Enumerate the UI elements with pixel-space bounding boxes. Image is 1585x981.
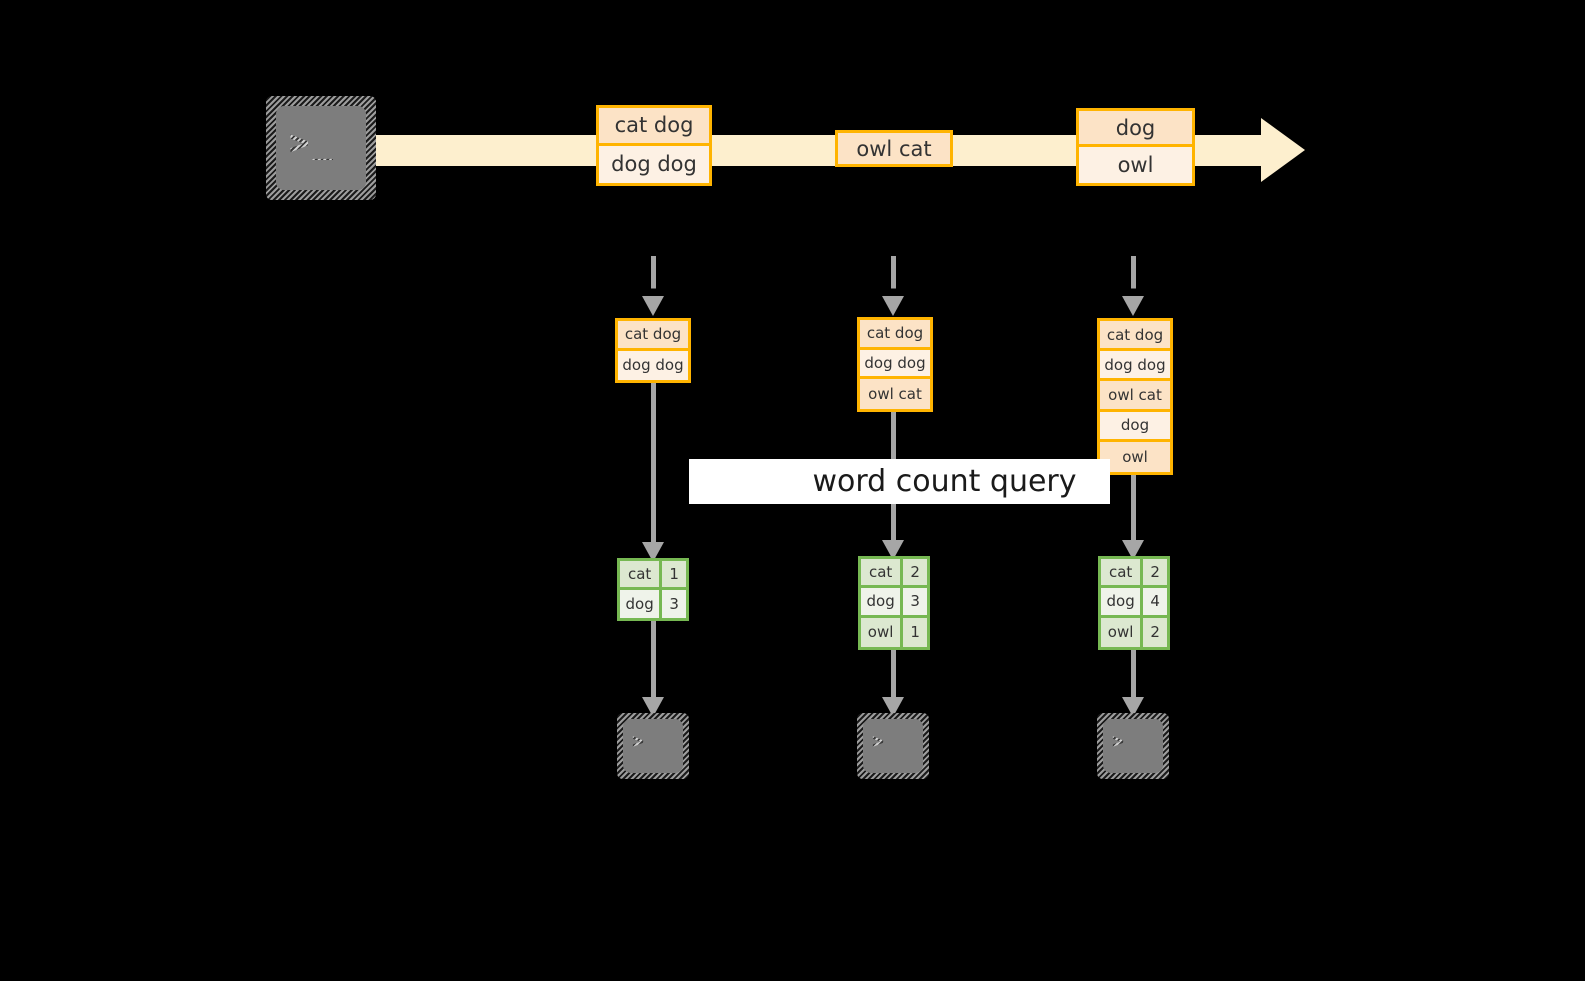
snapshot-row: dog dog (618, 350, 688, 380)
result-row: owl 2 (1101, 617, 1167, 647)
query-label-band: word count query (689, 459, 1110, 504)
result-word: owl (861, 617, 904, 647)
snapshot-table-3[interactable]: cat dog dog dog owl cat dog owl (1097, 318, 1173, 475)
source-terminal-prompt: >_ (289, 123, 336, 163)
source-terminal-body: >_ (276, 106, 366, 190)
sink-arrow-3 (1131, 650, 1136, 701)
query-arrowhead-3 (1122, 540, 1144, 560)
snapshot-row: dog dog (1100, 351, 1170, 382)
snapshot-trigger-arrowhead-1 (642, 296, 664, 316)
query-arrow-1 (651, 383, 656, 548)
sink-terminal-body-3: >_ (1103, 719, 1163, 773)
snapshot-table-1[interactable]: cat dog dog dog (615, 318, 691, 383)
result-row: dog 3 (620, 589, 686, 618)
result-count: 2 (903, 559, 927, 586)
result-word: cat (861, 559, 904, 586)
result-count: 2 (1143, 617, 1167, 647)
sink-terminal-icon-2[interactable]: >_ (857, 713, 929, 779)
result-table-2[interactable]: cat 2 dog 3 owl 1 (858, 556, 930, 650)
sink-terminal-icon-3[interactable]: >_ (1097, 713, 1169, 779)
result-count: 3 (662, 589, 686, 618)
sink-arrowhead-2 (882, 697, 904, 717)
result-row: cat 2 (1101, 559, 1167, 589)
stream-group-1[interactable]: cat dog dog dog (596, 105, 712, 186)
snapshot-row: cat dog (618, 321, 688, 351)
result-word: dog (861, 588, 904, 615)
result-word: cat (620, 561, 663, 587)
snapshot-trigger-arrow-1 (651, 256, 656, 304)
stream-event: cat dog (599, 108, 709, 146)
sink-terminal-body-1: >_ (623, 719, 683, 773)
result-word: dog (620, 589, 663, 618)
snapshot-row: dog dog (860, 349, 930, 380)
stream-arrowhead (1261, 118, 1305, 182)
result-row: owl 1 (861, 617, 927, 647)
snapshot-table-2[interactable]: cat dog dog dog owl cat (857, 317, 933, 412)
result-count: 4 (1143, 588, 1167, 615)
stream-group-2[interactable]: owl cat (835, 130, 953, 167)
snapshot-trigger-arrow-2 (891, 256, 896, 304)
sink-arrowhead-3 (1122, 697, 1144, 717)
snapshot-row: cat dog (860, 320, 930, 350)
result-word: dog (1101, 588, 1144, 615)
source-terminal-icon[interactable]: >_ (266, 96, 376, 200)
stream-event: dog (1079, 111, 1192, 147)
snapshot-row: owl (1100, 441, 1170, 472)
result-row: cat 1 (620, 561, 686, 590)
stream-group-3[interactable]: dog owl (1076, 108, 1195, 186)
snapshot-row: owl cat (860, 379, 930, 409)
result-row: cat 2 (861, 559, 927, 589)
query-arrowhead-1 (642, 542, 664, 562)
result-word: cat (1101, 559, 1144, 586)
sink-terminal-body-2: >_ (863, 719, 923, 773)
query-arrowhead-2 (882, 540, 904, 560)
result-table-3[interactable]: cat 2 dog 4 owl 2 (1098, 556, 1170, 650)
snapshot-row: dog (1100, 411, 1170, 442)
sink-terminal-prompt-3: >_ (1112, 729, 1141, 753)
sink-terminal-prompt-1: >_ (632, 729, 661, 753)
result-count: 1 (662, 561, 686, 587)
result-count: 1 (903, 617, 927, 647)
result-row: dog 3 (861, 588, 927, 618)
result-row: dog 4 (1101, 588, 1167, 618)
sink-arrow-1 (651, 621, 656, 701)
query-arrow-3 (1131, 475, 1136, 547)
sink-arrow-2 (891, 650, 896, 701)
result-count: 2 (1143, 559, 1167, 586)
result-count: 3 (903, 588, 927, 615)
result-word: owl (1101, 617, 1144, 647)
stream-event: owl (1079, 147, 1192, 183)
snapshot-trigger-arrow-3 (1131, 256, 1136, 304)
stream-event: owl cat (838, 133, 950, 164)
snapshot-trigger-arrowhead-3 (1122, 296, 1144, 316)
snapshot-trigger-arrowhead-2 (882, 296, 904, 316)
snapshot-row: cat dog (1100, 321, 1170, 352)
sink-arrowhead-1 (642, 697, 664, 717)
sink-terminal-prompt-2: >_ (872, 729, 901, 753)
query-label: word count query (812, 464, 1077, 499)
sink-terminal-icon-1[interactable]: >_ (617, 713, 689, 779)
result-table-1[interactable]: cat 1 dog 3 (617, 558, 689, 621)
stream-event: dog dog (599, 145, 709, 183)
snapshot-row: owl cat (1100, 381, 1170, 412)
